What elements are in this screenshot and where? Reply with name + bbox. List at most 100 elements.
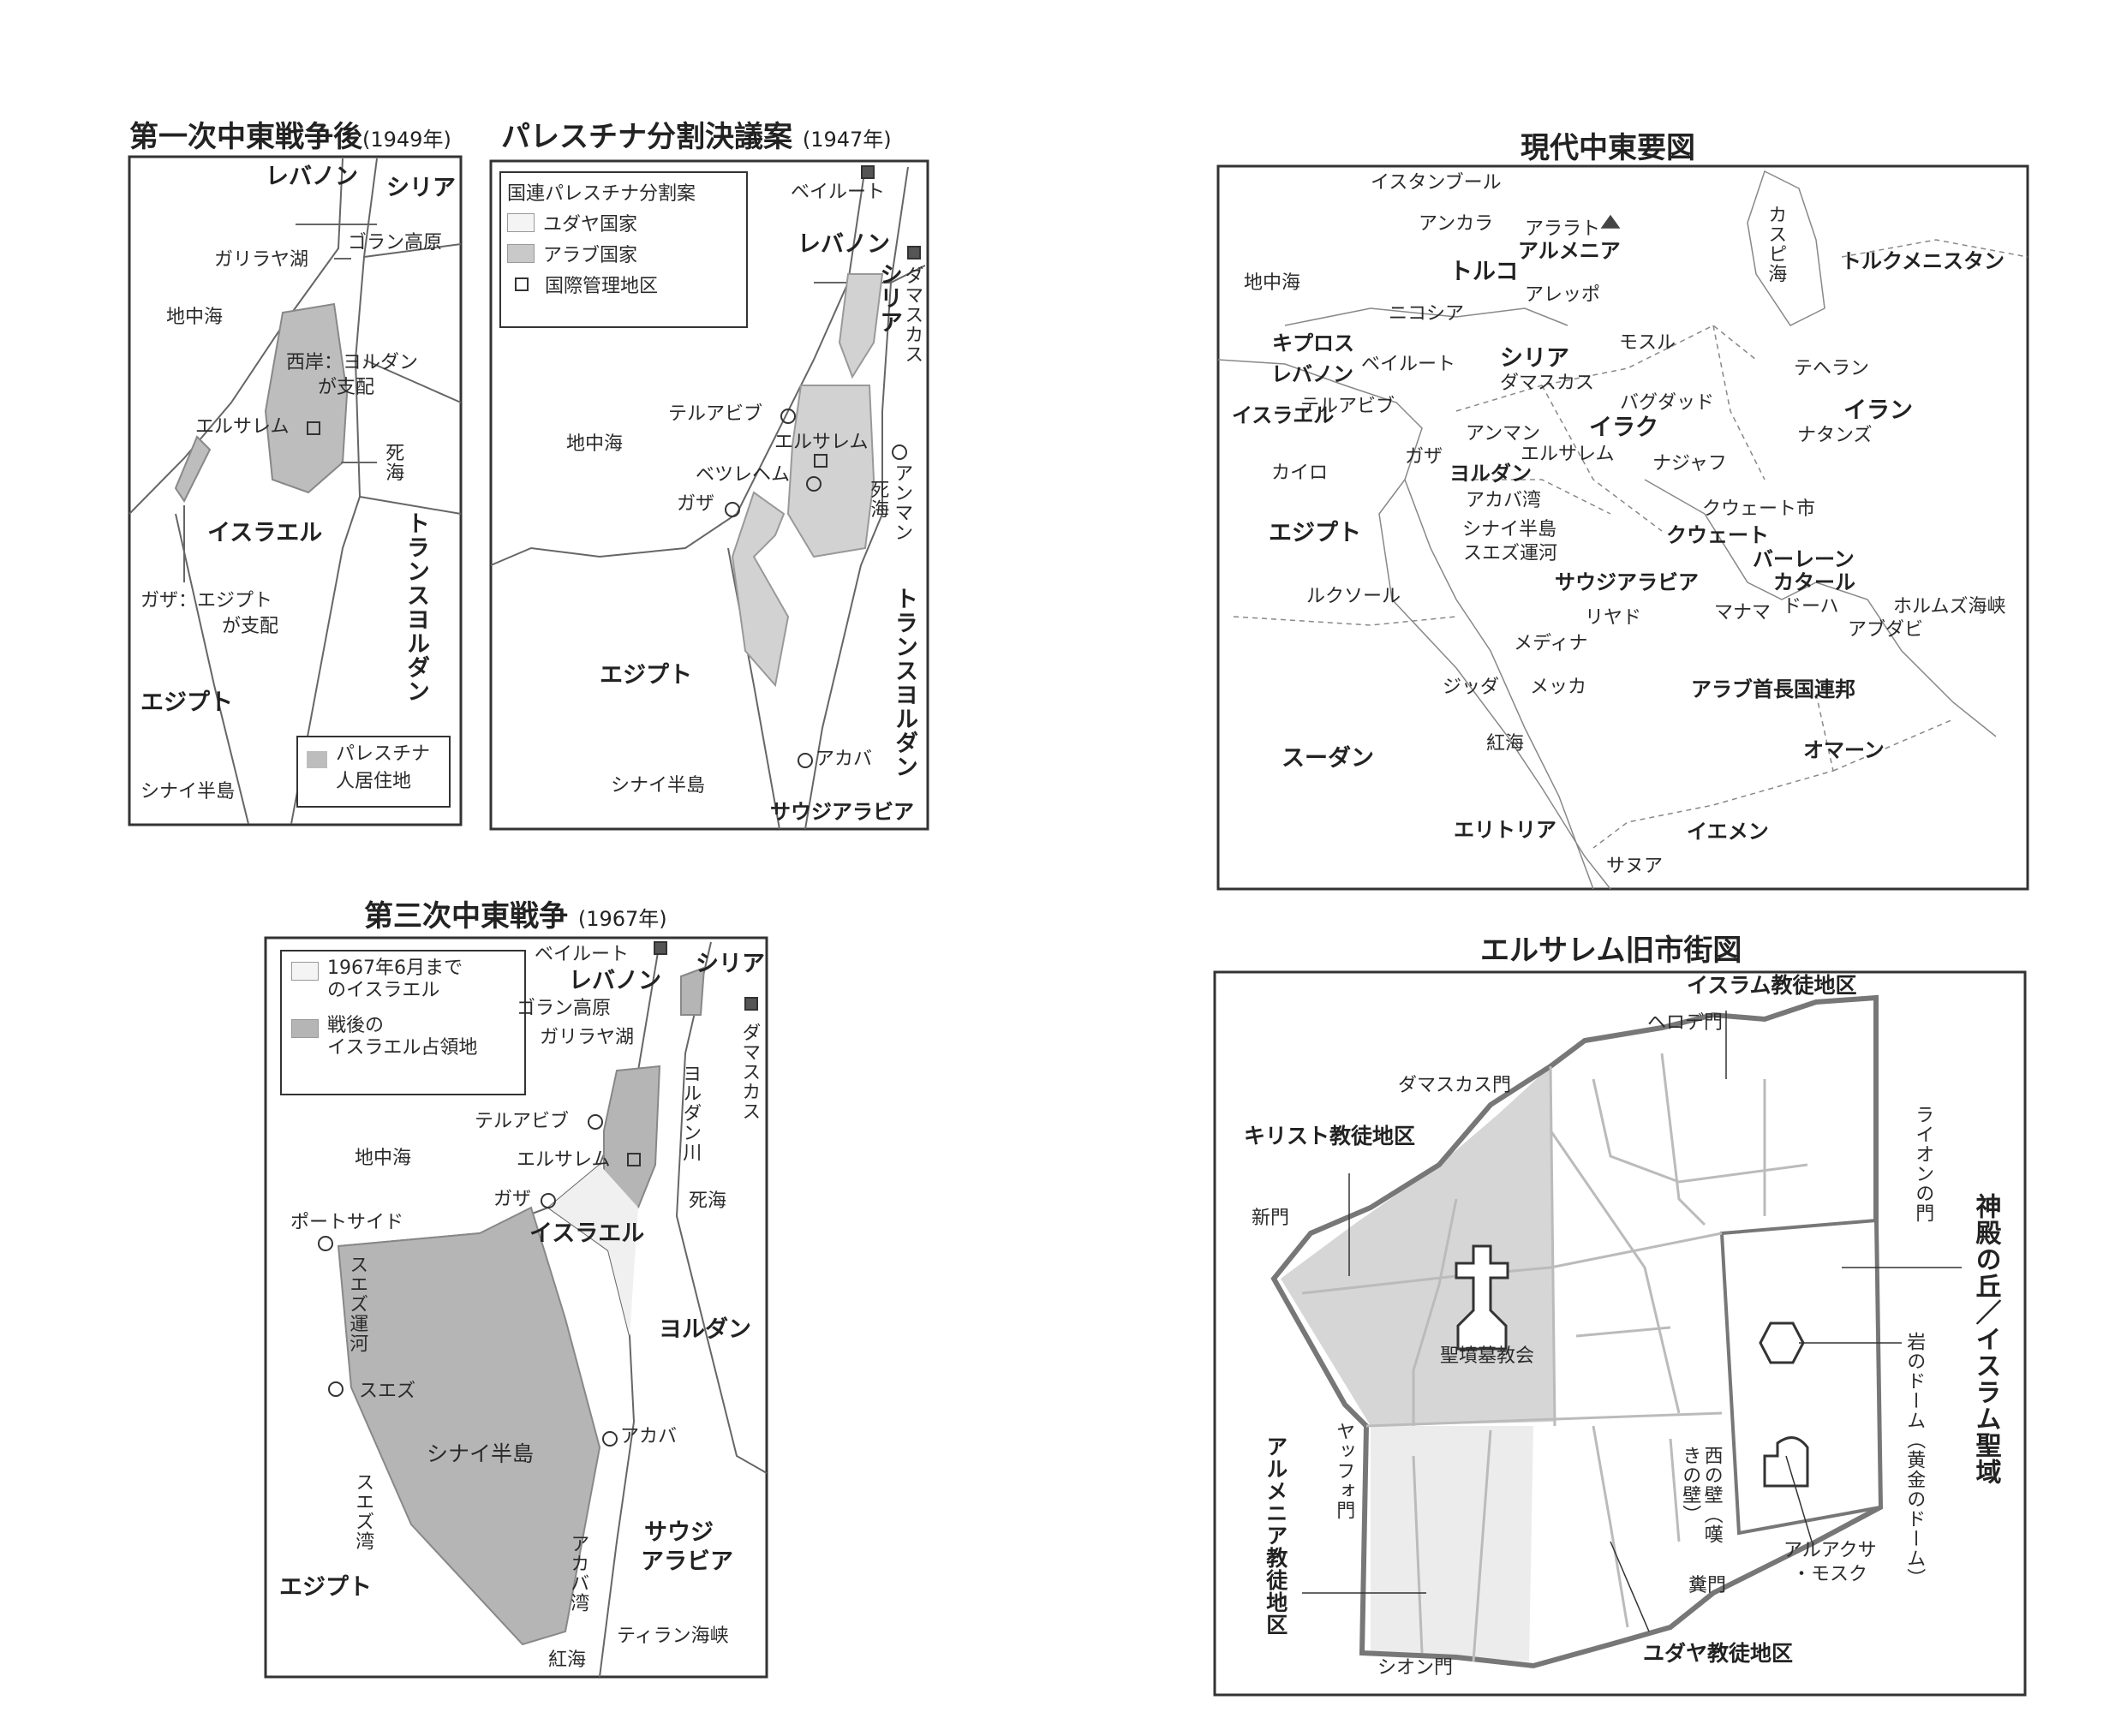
label-jordan: ヨルダン	[659, 1316, 751, 1343]
label-jordan-river: ヨルダン川	[679, 1064, 702, 1162]
label-lebanon: レバノン	[1271, 362, 1353, 386]
map-jerusalem	[1213, 970, 2027, 1697]
church-cross-icon	[1455, 1244, 1509, 1351]
label-sinai: シナイ半島	[140, 781, 236, 802]
city-icon	[541, 1193, 556, 1208]
leader-lines	[1302, 1011, 1962, 1632]
legend-label: パレスチナ	[336, 743, 431, 765]
label-egypt: エジプト	[1269, 520, 1361, 546]
label-med: 地中海	[355, 1148, 412, 1169]
title-text: パレスチナ分割決議案	[501, 120, 792, 154]
coastline	[1284, 307, 1568, 326]
label-armenia: アルメニア	[1518, 239, 1621, 263]
label-nicosia: ニコシア	[1389, 303, 1465, 325]
border	[814, 265, 926, 283]
label-israel: イスラエル	[1232, 403, 1335, 427]
label-redsea: 紅海	[548, 1649, 587, 1671]
occupied-sinai	[337, 1206, 601, 1646]
label-lebanon: レバノン	[266, 164, 358, 190]
label-jewish-quarter: ユダヤ教徒地区	[1643, 1641, 1794, 1666]
mountain-icon	[1600, 214, 1621, 229]
label-ararat: アララト	[1525, 218, 1601, 240]
label-aqaba: アカバ	[620, 1426, 678, 1447]
label-lebanon: レバノン	[569, 968, 661, 994]
arab-state-westbank	[786, 385, 875, 558]
label-muslim-quarter: イスラム教徒地区	[1687, 973, 1857, 998]
label-amman: アンマン	[1466, 423, 1541, 444]
label-suez-gulf: スエズ湾	[352, 1472, 374, 1551]
city-icon	[602, 1431, 618, 1447]
label-redsea: 紅海	[1486, 733, 1525, 755]
capital-icon	[744, 997, 758, 1011]
label-israel: イスラエル	[207, 520, 323, 546]
label-telaviv: テルアビブ	[668, 403, 763, 425]
label-bethlehem: ベツレヘム	[696, 464, 791, 486]
label-amman: アンマン	[891, 463, 913, 542]
legend-box	[296, 736, 451, 808]
coastline	[1217, 359, 1611, 890]
partition-legend: 国連パレスチナ分割案 ユダヤ国家 アラブ国家 国際管理地区	[507, 176, 696, 300]
caspian-coast	[1747, 170, 1825, 326]
label-telaviv: テルアビブ	[1300, 396, 1395, 417]
label-med: 地中海	[566, 433, 624, 455]
label-damascus: ダマスカス	[1500, 373, 1595, 394]
arab-state-gaza	[731, 491, 790, 688]
label-jerusalem: エルサレム	[195, 416, 290, 438]
label-riyadh: リヤド	[1585, 607, 1642, 629]
label-holy-sepulchre: 聖墳墓教会	[1440, 1345, 1535, 1367]
legend-swatch	[291, 962, 319, 981]
label-aqaba: アカバ	[816, 749, 873, 770]
occupation-legend: 1967年6月までのイスラエル 戦後のイスラエル占領地	[291, 957, 477, 1060]
capital-icon	[654, 941, 667, 955]
map-1947	[489, 159, 929, 831]
label-tiran: ティラン海峡	[617, 1626, 729, 1647]
label-saudi: サウジアラビア	[1555, 570, 1699, 594]
legend-arab: アラブ国家	[507, 238, 696, 269]
west-bank-area	[264, 302, 349, 494]
legend-intl: 国際管理地区	[507, 269, 696, 300]
label-gaza-2: が支配	[222, 616, 279, 637]
legend-swatch	[507, 244, 535, 263]
coastline	[1404, 479, 1594, 890]
title-year: (1949年)	[362, 128, 451, 152]
label-zion-gate: シオン門	[1377, 1657, 1454, 1679]
label-lion-gate: ライオンの門	[1912, 1105, 1934, 1223]
map-1967-title: 第三次中東戦争 (1967年)	[364, 892, 667, 934]
legend-text: ユダヤ国家	[543, 214, 638, 236]
label-westbank: 西岸：ヨルダン	[286, 352, 419, 373]
legend-heading-text: 国連パレスチナ分割案	[507, 183, 696, 205]
label-damascus: ダマスカス	[901, 265, 923, 364]
legend-text: 戦後の	[327, 1014, 385, 1036]
label-aqaba-gulf: アカバ湾	[1466, 490, 1542, 511]
city-icon	[892, 444, 907, 460]
label-beirut: ベイルート	[1361, 354, 1456, 375]
label-egypt: エジプト	[279, 1574, 372, 1601]
legend-swatch	[507, 213, 535, 232]
label-tehran: テヘラン	[1794, 358, 1870, 379]
label-suez: スエズ	[359, 1381, 416, 1402]
city-icon	[588, 1114, 603, 1130]
label-aleppo: アレッポ	[1525, 284, 1601, 306]
label-gaza: ガザ	[493, 1189, 532, 1210]
legend-text: イスラエル占領地	[327, 1037, 478, 1059]
title-year: (1967年)	[577, 907, 667, 931]
label-sudan: スーダン	[1282, 745, 1374, 772]
label-turkmenistan: トルクメニスタン	[1841, 249, 2005, 273]
city-icon	[780, 409, 796, 424]
label-med: 地中海	[1244, 272, 1301, 294]
legend-box	[280, 950, 526, 1095]
label-iraq: イラク	[1589, 415, 1658, 441]
label-mosul: モスル	[1619, 332, 1676, 354]
label-new-gate: 新門	[1252, 1208, 1290, 1229]
label-ankara: アンカラ	[1419, 213, 1494, 235]
label-dung-gate: 糞門	[1688, 1575, 1727, 1596]
map-1967	[264, 936, 768, 1679]
label-deadsea: 死海	[689, 1190, 727, 1212]
label-al-aqsa-2: ・モスク	[1792, 1564, 1868, 1585]
label-beirut: ベイルート	[791, 182, 886, 203]
border	[675, 941, 768, 1474]
label-manama: マナマ	[1714, 602, 1772, 623]
legend-swatch	[291, 1018, 319, 1038]
label-golan: ゴラン高原	[348, 232, 443, 254]
